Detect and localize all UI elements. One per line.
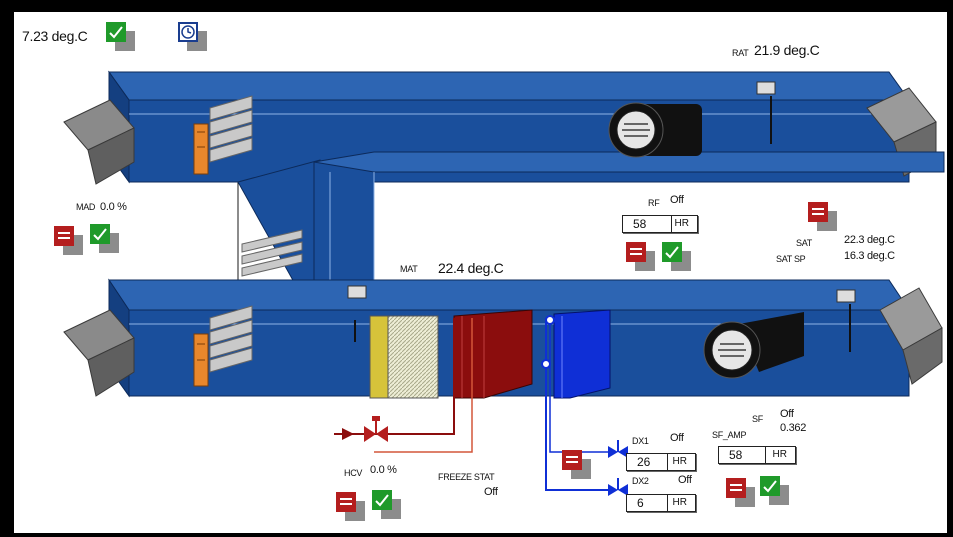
sf-amp-label: SF_AMP xyxy=(712,430,747,440)
dx-alarm-icon[interactable] xyxy=(562,450,592,480)
mad-ok-icon[interactable] xyxy=(90,224,120,254)
heating-coil xyxy=(453,309,533,399)
sf-alarm-icon[interactable] xyxy=(726,478,756,508)
filter xyxy=(369,315,439,399)
dx2-runtime-box[interactable]: 6 HR xyxy=(626,494,696,512)
sf-label: SF xyxy=(752,414,763,424)
outside-air-damper xyxy=(193,305,253,387)
supply-fan xyxy=(703,289,856,379)
sat-alarm-icon[interactable] xyxy=(808,202,838,232)
hcv-ok-icon[interactable] xyxy=(372,490,402,520)
dx1-valve-icon[interactable] xyxy=(608,440,628,458)
dx2-runtime-unit: HR xyxy=(672,497,687,508)
cooling-piping xyxy=(541,315,628,496)
mad-alarm-icon[interactable] xyxy=(54,226,84,256)
dx2-valve-icon[interactable] xyxy=(608,478,628,496)
hcv-label: HCV xyxy=(344,468,363,478)
mad-value: 0.0 % xyxy=(100,201,127,213)
mat-sensor xyxy=(347,285,367,342)
exhaust-damper xyxy=(193,95,253,175)
rf-runtime-box[interactable]: 58 HR xyxy=(622,215,698,233)
rf-alarm-icon[interactable] xyxy=(626,242,656,272)
hvac-schematic: 7.23 deg.C RAT 21.9 deg.C MAD 0.0 % MAT … xyxy=(14,12,947,533)
mad-label: MAD xyxy=(76,202,96,212)
hcv-value: 0.0 % xyxy=(370,464,397,476)
dx1-runtime-value: 26 xyxy=(637,455,651,469)
sf-amp-value: 0.362 xyxy=(780,422,807,434)
dx1-runtime-unit: HR xyxy=(672,456,687,467)
sf-ok-icon[interactable] xyxy=(760,476,790,506)
dx1-runtime-box[interactable]: 26 HR xyxy=(626,453,696,471)
outside-air-temp: 7.23 deg.C xyxy=(22,28,88,44)
heating-piping xyxy=(334,318,473,453)
mat-label: MAT xyxy=(400,264,418,274)
dx2-label: DX2 xyxy=(632,476,649,486)
sf-status: Off xyxy=(780,408,794,420)
schedule-clock-icon[interactable] xyxy=(178,22,208,52)
mat-value: 22.4 deg.C xyxy=(438,260,504,276)
dx1-status: Off xyxy=(670,432,684,444)
hcv-alarm-icon[interactable] xyxy=(336,492,366,522)
rat-value: 21.9 deg.C xyxy=(754,42,820,58)
rf-label: RF xyxy=(648,198,660,208)
rf-status: Off xyxy=(670,194,684,206)
cooling-coil xyxy=(553,309,611,399)
sat-value: 22.3 deg.C xyxy=(844,234,895,246)
sat-sp-value: 16.3 deg.C xyxy=(844,250,895,262)
rf-ok-icon[interactable] xyxy=(662,242,692,272)
sat-sp-label: SAT SP xyxy=(776,254,806,264)
rf-runtime-unit: HR xyxy=(674,218,689,229)
outside-temp-ok-icon[interactable] xyxy=(106,22,136,52)
freeze-stat-value: Off xyxy=(484,486,498,498)
heating-valve-icon[interactable] xyxy=(364,416,388,442)
mixing-damper xyxy=(241,229,303,277)
return-fan xyxy=(608,81,776,158)
sf-runtime-unit: HR xyxy=(772,449,787,460)
dx1-label: DX1 xyxy=(632,436,649,446)
sf-runtime-box[interactable]: 58 HR xyxy=(718,446,796,464)
sat-label: SAT xyxy=(796,238,812,248)
dx2-runtime-value: 6 xyxy=(637,496,644,510)
rf-runtime-value: 58 xyxy=(633,217,647,231)
ahu-diagram xyxy=(63,70,945,496)
dx2-status: Off xyxy=(678,474,692,486)
freeze-stat-label: FREEZE STAT xyxy=(438,472,495,482)
sf-runtime-value: 58 xyxy=(729,448,743,462)
rat-label: RAT xyxy=(732,48,749,58)
